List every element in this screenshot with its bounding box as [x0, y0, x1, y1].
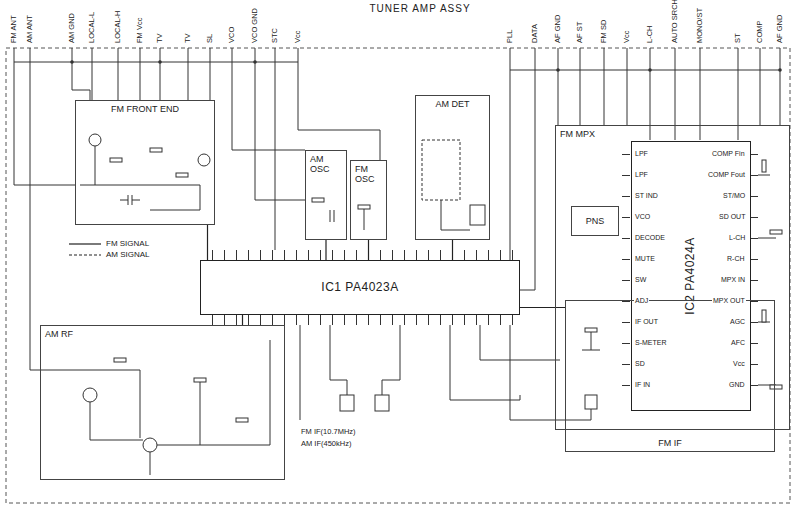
assembly-title: TUNER AMP ASSY	[368, 3, 473, 14]
ic-pin-name: MPX IN	[720, 276, 746, 284]
ic-pin-name: GND	[728, 381, 746, 389]
circuit-block: AM OSC	[305, 150, 347, 240]
circuit-block: FM FRONT END	[75, 100, 215, 225]
connector-pin-name: TV	[184, 32, 192, 44]
ic-pin-name: SD	[634, 360, 646, 368]
connector-pin-name: AUTO SRCH	[671, 0, 679, 44]
block-label: FM FRONT END	[110, 104, 180, 114]
legend-row: FM SIGNAL	[68, 238, 150, 249]
ic-pin-name: COMP Fout	[707, 171, 746, 179]
ic-pin-name: ST/MO	[722, 192, 746, 200]
ic-pin-name: ST IND	[634, 192, 659, 200]
signal-connector	[452, 240, 453, 260]
ic-pin-name: LPF	[634, 150, 649, 158]
connector-pin-name: PLL	[506, 29, 514, 44]
connector-pin-name: SL	[206, 33, 214, 44]
connector-pin-name: MONO/ST	[696, 7, 704, 44]
signal-connector	[368, 240, 369, 260]
connector-pin-name: STC	[271, 27, 279, 44]
connector-pin-name: FM SD	[600, 19, 608, 44]
circuit-block: AM RF	[40, 325, 285, 480]
connector-pin-name: Vcc	[623, 29, 631, 44]
ic-pin-name: VCO	[634, 213, 651, 221]
block-label: AM OSC	[309, 154, 345, 175]
ic-pin-name: R-CH	[726, 255, 746, 263]
oscillator-parts	[312, 198, 370, 230]
connector-pin-name: VCO	[228, 26, 236, 44]
connector-pin-name: LOCAL-H	[114, 9, 122, 44]
signal-note: FM IF(10.7MHz)	[300, 428, 357, 436]
ic-pin-name: LPF	[634, 171, 649, 179]
block-label: AM DET	[434, 99, 470, 109]
ic-pin-name: DECODE	[634, 234, 666, 242]
connector-pin-name: COMP	[756, 20, 764, 45]
assembly-outline	[6, 48, 790, 503]
block-label: AM RF	[44, 329, 74, 339]
circuit-block: FM MPX PNS IC2 PA4024A	[555, 125, 790, 430]
connector-pin-name: AM ANT	[26, 14, 34, 44]
ic-pin-name: AFC	[730, 339, 746, 347]
ic-pin-name: SW	[634, 276, 647, 284]
connector-pin-name: L-CH	[646, 24, 654, 44]
connector-pin-name: LOCAL-L	[88, 11, 96, 44]
ic-chip: IC1 PA4023A	[200, 260, 520, 315]
ic-label: IC2 PA4024A	[684, 236, 698, 315]
ic-pin-name: MUTE	[634, 255, 656, 263]
connector-pin-name: AF GND	[554, 14, 562, 44]
connector-pin-name: Vcc	[294, 29, 302, 44]
connector-pin-name: DATA	[531, 23, 539, 44]
signal-note: AM IF(450kHz)	[300, 440, 352, 448]
ic-pin-name: Vcc	[732, 360, 746, 368]
connector-pin-name: AF ST	[576, 21, 584, 44]
connector-pin-name: FM Vcc	[136, 17, 144, 44]
legend-text: FM SIGNAL	[106, 239, 149, 248]
connector-pin-name: AF GND	[776, 14, 784, 44]
am-detector-parts	[422, 140, 485, 230]
ic-pin-name: IF IN	[634, 381, 651, 389]
legend-swatch	[68, 240, 102, 248]
ic-pin-name: SD OUT	[718, 213, 746, 221]
legend-swatch	[68, 251, 102, 259]
am-rf-parts	[60, 340, 270, 475]
signal-connector	[242, 315, 243, 325]
connector-pin-name: FM ANT	[10, 15, 18, 45]
ic-pin-name: IF OUT	[634, 318, 659, 326]
ic-pin-name: ADJ	[634, 297, 649, 305]
front-end-parts	[80, 134, 210, 210]
signal-connector	[207, 225, 208, 260]
ic-pin-name: AGC	[729, 318, 746, 326]
ic-label: IC1 PA4023A	[320, 281, 399, 295]
junction-dots	[70, 60, 782, 72]
signal-legend: FM SIGNAL AM SIGNAL	[68, 238, 150, 260]
connector-pin-name: VCO GND	[251, 7, 259, 44]
ic-pin-name: COMP Fin	[711, 150, 746, 158]
ic-pin-name: L-CH	[728, 234, 746, 242]
signal-connector	[520, 307, 565, 308]
legend-text: AM SIGNAL	[106, 250, 150, 259]
ic-pin-name: MPX OUT	[712, 297, 746, 305]
block-label: FM IF	[657, 438, 683, 448]
connector-pin-name: AM GND	[68, 12, 76, 44]
mpx-parts	[758, 160, 782, 389]
ic-pin-name: S-METER	[634, 339, 668, 347]
circuit-block: AM DET	[415, 95, 490, 240]
block-label: PNS	[585, 216, 606, 226]
block-label: FM OSC	[354, 164, 385, 185]
legend-row: AM SIGNAL	[68, 249, 150, 260]
circuit-block: FM OSC	[350, 160, 387, 240]
block-label: FM MPX	[559, 129, 596, 139]
connector-pin-name: ST	[734, 32, 742, 44]
connector-pin-name: TV	[156, 32, 164, 44]
signal-connector	[325, 240, 326, 260]
circuit-block: PNS	[571, 206, 619, 236]
